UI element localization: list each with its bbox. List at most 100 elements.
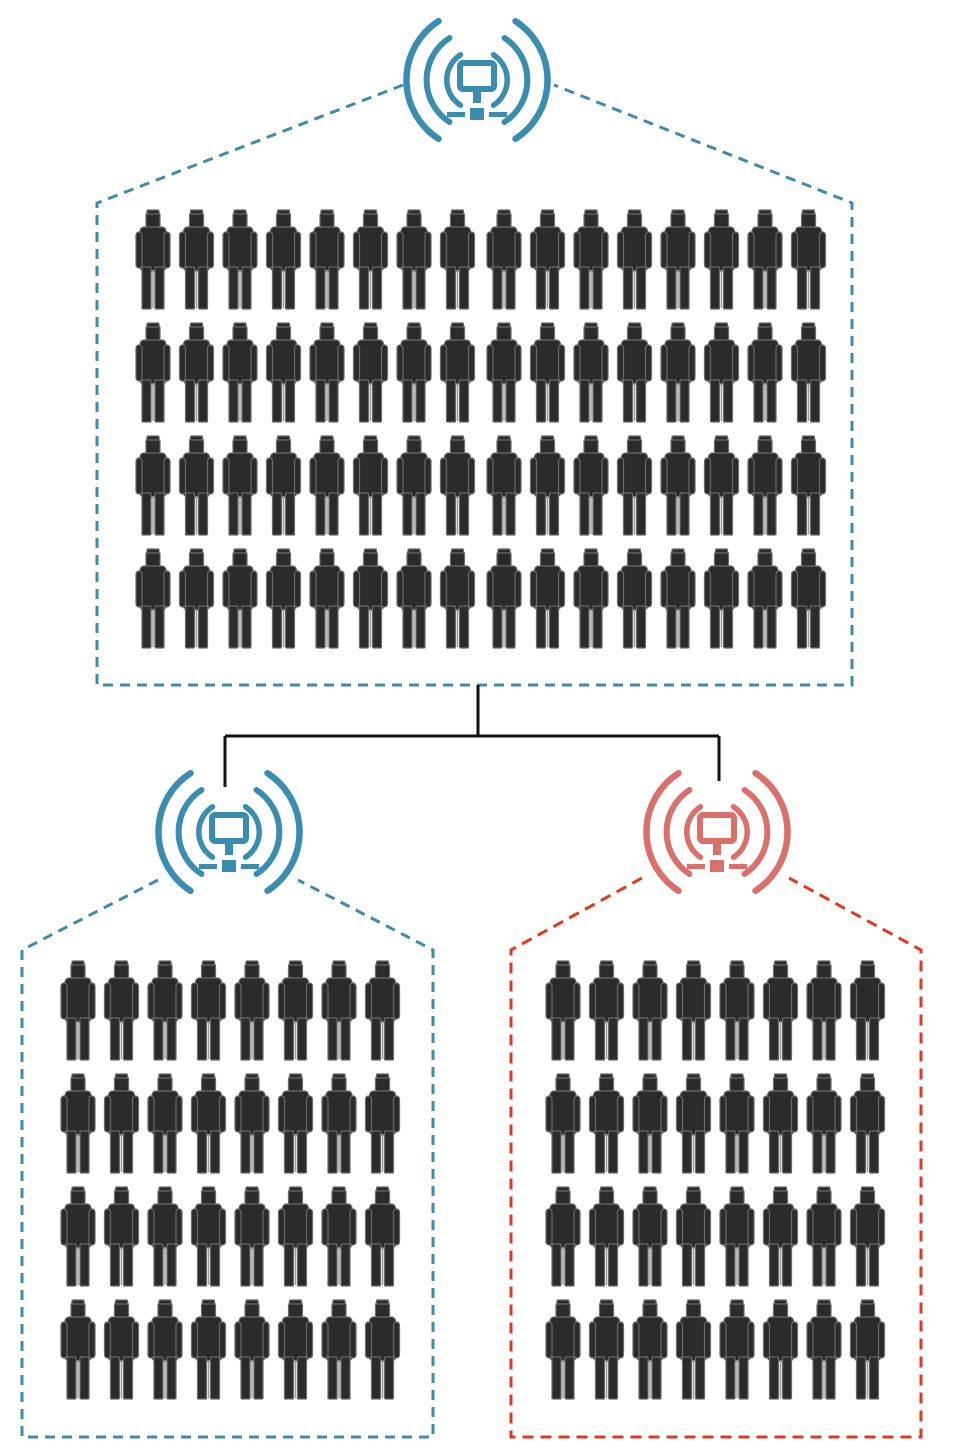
- person-icon: [352, 435, 389, 536]
- right-subnetwork-people: [545, 960, 886, 1400]
- signal-wave-left: [444, 52, 464, 108]
- person-icon: [762, 960, 799, 1061]
- person-icon: [632, 1186, 668, 1287]
- person-icon: [147, 1299, 183, 1400]
- network-line-left: [447, 112, 465, 117]
- person-icon: [806, 1186, 842, 1287]
- person-icon: [147, 1073, 183, 1174]
- signal-wave-right: [501, 35, 531, 125]
- person-icon: [545, 1073, 581, 1174]
- network-node: [470, 108, 484, 120]
- signal-wave-left: [175, 787, 205, 877]
- person-icon: [573, 435, 609, 536]
- person-icon: [265, 209, 302, 310]
- person-icon: [135, 322, 171, 423]
- person-icon: [265, 435, 302, 536]
- person-icon: [103, 960, 140, 1061]
- person-icon: [60, 960, 96, 1061]
- person-icon: [703, 209, 740, 310]
- signal-wave-left: [684, 804, 704, 860]
- person-icon: [719, 1073, 755, 1174]
- person-icon: [135, 209, 171, 310]
- person-icon: [364, 1073, 401, 1174]
- left-subnetwork-people: [60, 960, 401, 1400]
- network-line-left: [687, 864, 705, 869]
- person-icon: [588, 960, 625, 1061]
- person-icon: [321, 1186, 357, 1287]
- person-icon: [60, 1299, 96, 1400]
- person-icon: [486, 435, 522, 536]
- person-icon: [277, 1073, 314, 1174]
- person-icon: [321, 1073, 357, 1174]
- monitor-screen: [457, 60, 497, 92]
- signal-wave-right: [752, 769, 791, 895]
- person-icon: [660, 548, 696, 649]
- person-icon: [632, 1299, 668, 1400]
- person-icon: [616, 435, 653, 536]
- person-icon: [265, 322, 302, 423]
- person-icon: [675, 1299, 712, 1400]
- signal-wave-left: [423, 35, 453, 125]
- network-node: [710, 860, 724, 872]
- person-icon: [849, 960, 886, 1061]
- monitor-stand: [713, 841, 721, 855]
- person-icon: [60, 1186, 96, 1287]
- person-icon: [632, 1073, 668, 1174]
- person-icon: [616, 322, 653, 423]
- person-icon: [790, 548, 827, 649]
- person-icon: [719, 1186, 755, 1287]
- person-icon: [675, 960, 712, 1061]
- person-icon: [439, 435, 476, 536]
- top-network-outline: [95, 83, 854, 687]
- person-icon: [762, 1299, 799, 1400]
- network-line-left: [199, 864, 217, 869]
- person-icon: [529, 548, 566, 649]
- person-icon: [573, 548, 609, 649]
- person-icon: [277, 1299, 314, 1400]
- person-icon: [364, 1186, 401, 1287]
- signal-wave-right: [512, 17, 551, 143]
- person-icon: [265, 548, 302, 649]
- person-icon: [234, 1073, 270, 1174]
- monitor-stand: [225, 841, 233, 855]
- person-icon: [703, 435, 740, 536]
- person-icon: [364, 960, 401, 1061]
- person-icon: [439, 548, 476, 649]
- right-subnetwork-outline: [509, 876, 923, 1439]
- person-icon: [660, 435, 696, 536]
- person-icon: [190, 1186, 227, 1287]
- person-icon: [309, 209, 345, 310]
- signal-wave-right: [741, 787, 771, 877]
- signal-wave-right: [264, 769, 303, 895]
- person-icon: [762, 1073, 799, 1174]
- person-icon: [719, 960, 755, 1061]
- signal-wave-right: [490, 52, 510, 108]
- signal-wave-left: [663, 787, 693, 877]
- person-icon: [529, 209, 566, 310]
- person-icon: [234, 1299, 270, 1400]
- person-icon: [849, 1073, 886, 1174]
- person-icon: [660, 322, 696, 423]
- person-icon: [135, 548, 171, 649]
- monitor-stand: [473, 89, 481, 103]
- person-icon: [234, 960, 270, 1061]
- signal-wave-left: [196, 804, 216, 860]
- person-icon: [545, 1299, 581, 1400]
- person-icon: [364, 1299, 401, 1400]
- person-icon: [222, 435, 258, 536]
- person-icon: [60, 1073, 96, 1174]
- person-icon: [178, 209, 215, 310]
- wifi-network-icon: [643, 769, 791, 895]
- person-icon: [309, 548, 345, 649]
- wifi-network-icon: [403, 17, 551, 143]
- network-line-right: [241, 864, 259, 869]
- person-icon: [675, 1073, 712, 1174]
- monitor-screen: [209, 812, 249, 844]
- person-icon: [747, 209, 783, 310]
- person-icon: [573, 322, 609, 423]
- network-line-right: [489, 112, 507, 117]
- person-icon: [588, 1299, 625, 1400]
- person-icon: [529, 435, 566, 536]
- person-icon: [632, 960, 668, 1061]
- person-icon: [790, 209, 827, 310]
